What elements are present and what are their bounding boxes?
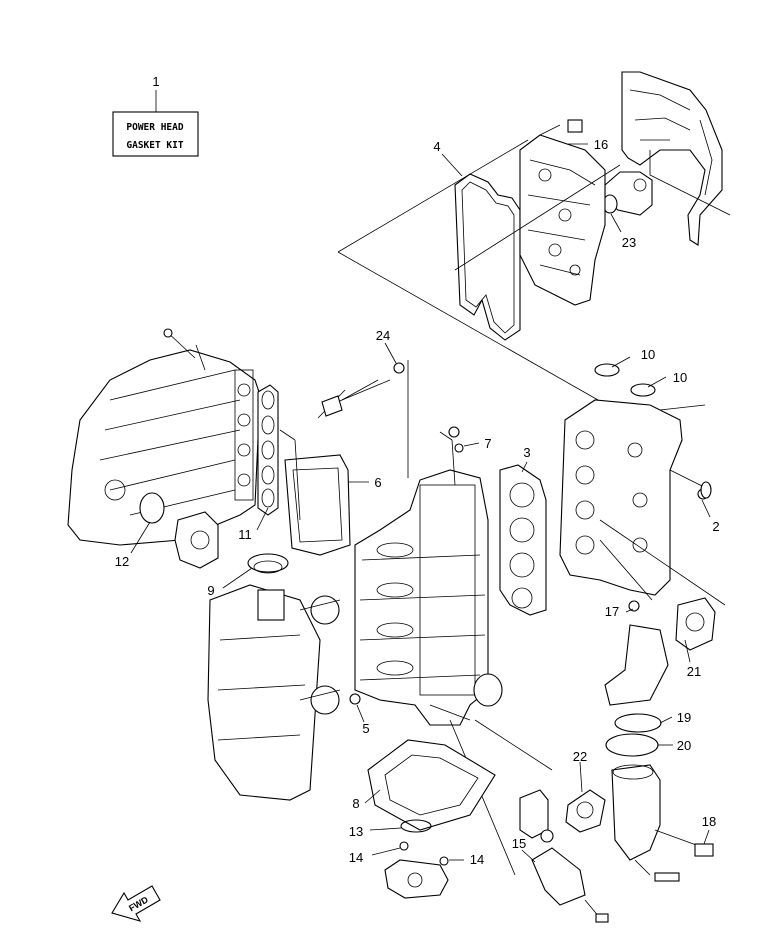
callout-21: 21 [687,664,701,679]
callout-17: 17 [605,604,619,619]
oil-pan-gasket [367,739,496,831]
callout-22: 22 [573,749,587,764]
kit-box-line-1: POWER HEAD [126,122,183,133]
cylinder-block [354,426,503,726]
exhaust-elbow [604,597,716,706]
callout-4: 4 [433,139,440,154]
callout-14-a: 14 [349,850,363,865]
callout-12: 12 [115,554,129,569]
cylinder-head-upper [519,119,606,306]
callout-5: 5 [362,721,369,736]
cylinder-head-lower [559,363,711,596]
callout-19: 19 [677,710,691,725]
callout-16: 16 [594,137,608,152]
callout-2: 2 [712,519,719,534]
exhaust-manifold-gasket [565,789,606,833]
callout-6: 6 [374,475,381,490]
oil-strainer [519,789,609,923]
callout-13: 13 [349,824,363,839]
oil-pump [384,819,449,899]
head-leader-lines [599,519,726,606]
projection-lines [337,139,621,401]
leader-lines [130,143,711,863]
intake-manifold-gasket [257,384,279,516]
callout-10-a: 10 [641,347,655,362]
callout-1: 1 [152,74,159,89]
callout-10-b: 10 [673,370,687,385]
callout-8: 8 [352,796,359,811]
callout-23: 23 [622,235,636,250]
throttle-body [139,492,219,569]
callout-9: 9 [207,583,214,598]
callout-18: 18 [702,814,716,829]
small-fittings [321,362,712,705]
kit-box-line-2: GASKET KIT [126,140,183,151]
head-cover-gasket [454,173,521,341]
crankcase-assembly [207,553,341,801]
intake-manifold [67,328,261,546]
cylinder-head-cover [621,71,731,246]
callout-7: 7 [484,436,491,451]
callout-24: 24 [376,328,390,343]
callout-3: 3 [523,445,530,460]
callout-14-b: 14 [470,852,484,867]
callout-11: 11 [238,527,252,542]
thermostat-housing [602,171,653,216]
intake-plate [279,429,351,556]
gasket-kit-box: POWER HEAD GASKET KIT [112,90,199,157]
exhaust-guide [611,764,714,882]
callout-15: 15 [512,836,526,851]
callout-20: 20 [677,738,691,753]
exhaust-o-rings [605,713,662,757]
forward-direction-arrow: FWD [111,885,161,922]
callout-numbers: 1 2 3 4 5 6 7 8 9 10 10 11 12 13 14 14 1… [115,74,720,867]
cylinder-head-gasket [499,464,547,616]
